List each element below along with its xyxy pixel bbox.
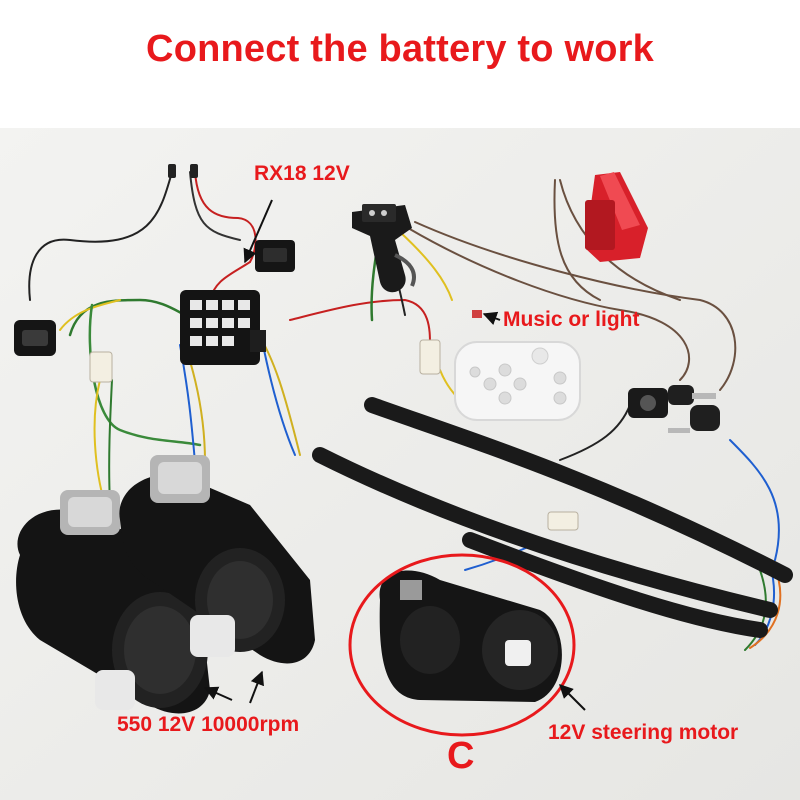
label-steering-motor: 12V steering motor [548, 721, 739, 744]
connectors [89, 164, 579, 531]
label-music-or-light: Music or light [503, 308, 640, 331]
remote-control [454, 341, 581, 421]
product-photo [0, 128, 800, 800]
steering-motor [379, 570, 562, 702]
ignition-key [628, 385, 720, 433]
callout-arrows [203, 199, 586, 711]
foot-pedal [352, 204, 416, 293]
speed-switch [255, 240, 295, 272]
power-switch [14, 320, 56, 356]
receiver-controller [180, 290, 266, 365]
red-start-button [585, 172, 648, 262]
headline: Connect the battery to work [146, 28, 654, 70]
cable-sleeves [312, 397, 793, 638]
label-steering-letter: C [447, 735, 475, 777]
steering-motor-highlight [348, 553, 576, 737]
label-drive-motors: 550 12V 10000rpm [117, 713, 300, 736]
label-controller: RX18 12V [254, 162, 350, 185]
drive-motor-right [119, 455, 316, 664]
